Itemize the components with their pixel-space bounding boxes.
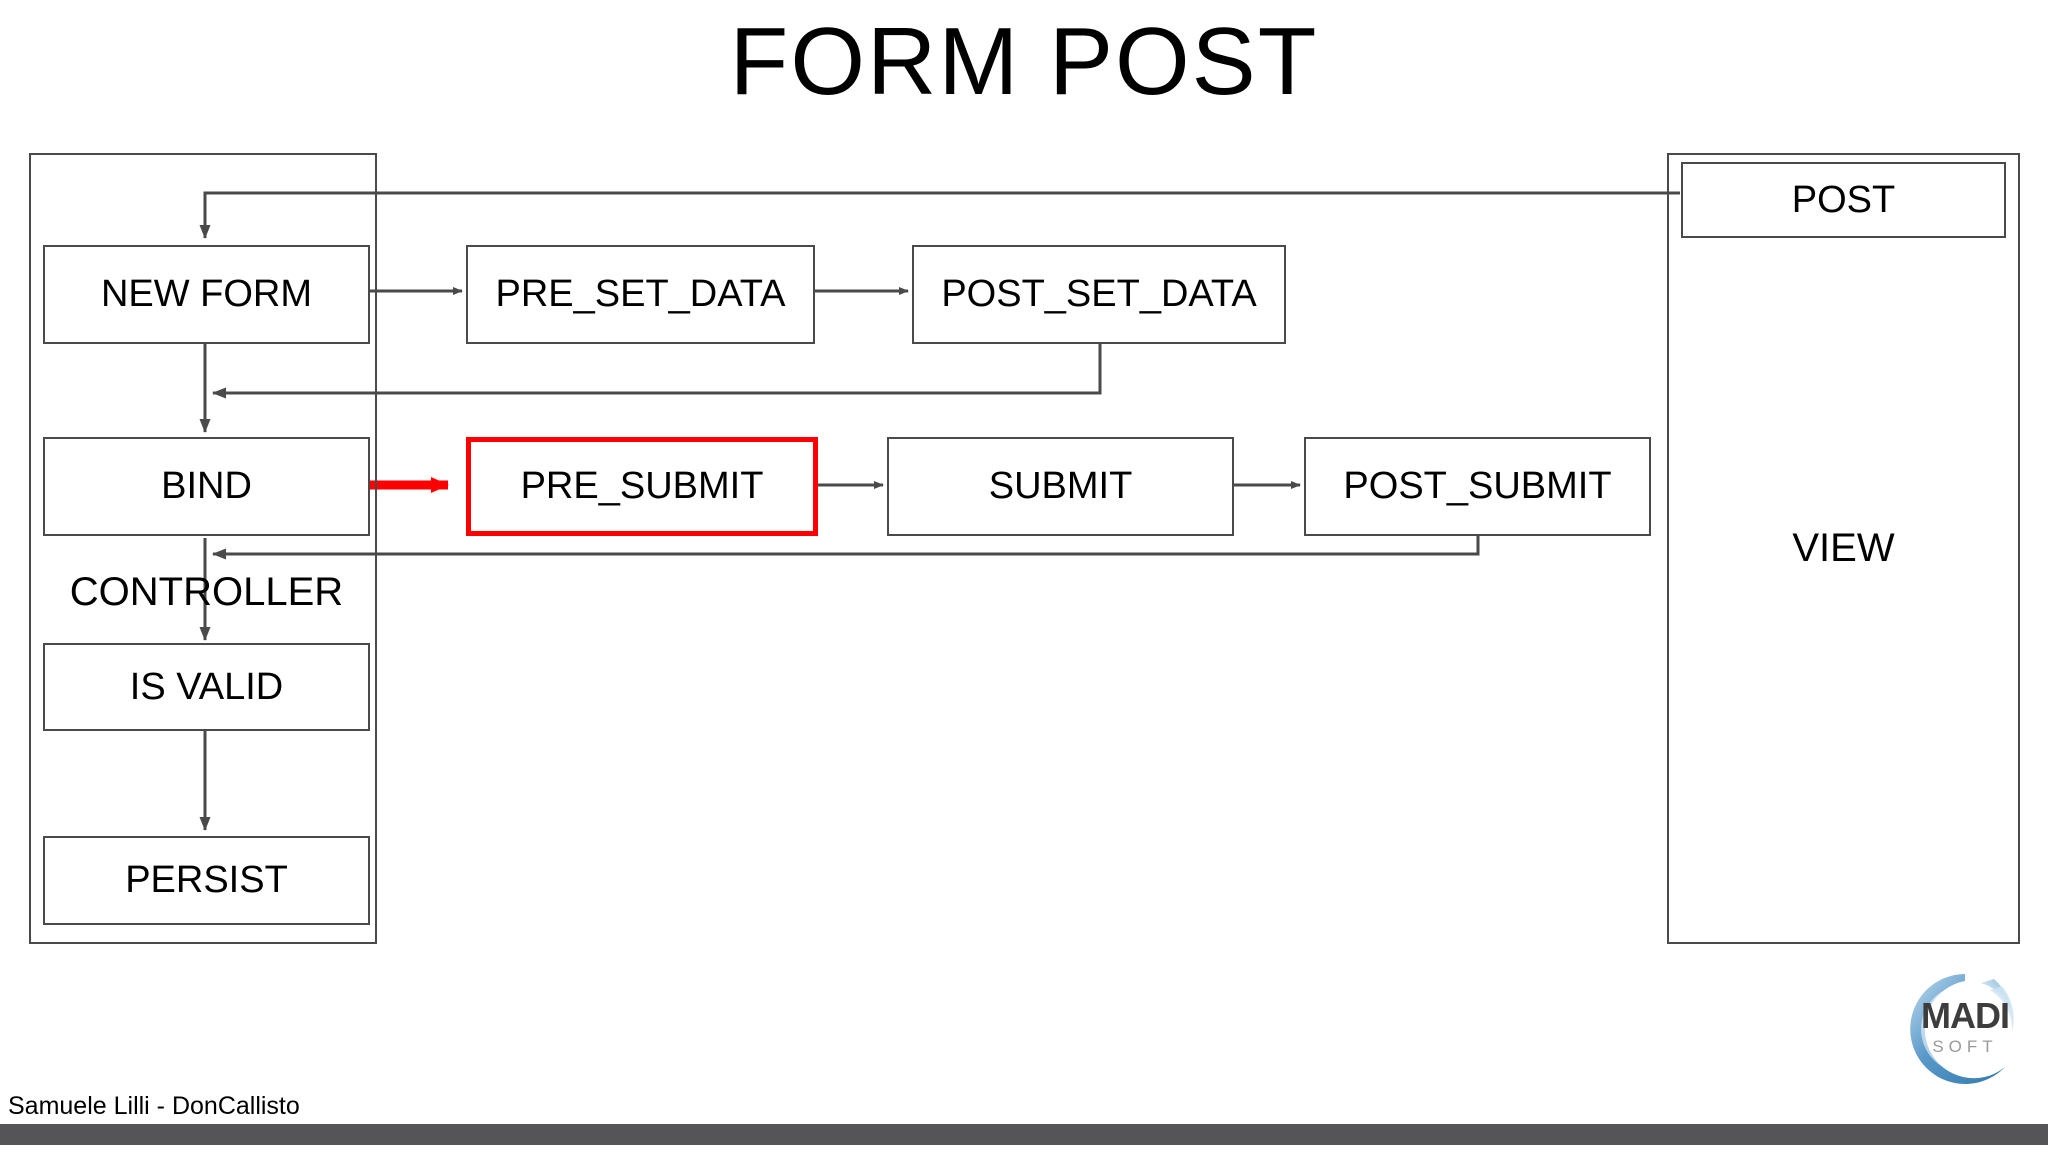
node-bind-label: BIND: [161, 465, 252, 507]
logo-sub-text: SOFT: [1932, 1037, 1998, 1056]
logo-circle-icon: [1910, 974, 2017, 1084]
node-post[interactable]: POST: [1681, 162, 2006, 238]
controller-frame-label: CONTROLLER: [69, 570, 344, 614]
node-post-submit[interactable]: POST_SUBMIT: [1304, 437, 1651, 536]
edge-post-to-new-form: [199, 191, 1680, 239]
node-pre-submit-label: PRE_SUBMIT: [520, 465, 764, 507]
node-pre-set-data[interactable]: PRE_SET_DATA: [466, 245, 815, 344]
madi-soft-logo: MADI SOFT: [1898, 962, 2032, 1096]
edge-post-submit-feedback: [212, 531, 1480, 560]
footer-credit: Samuele Lilli - DonCallisto: [8, 1092, 300, 1120]
node-submit[interactable]: SUBMIT: [887, 437, 1234, 536]
node-post-set-data[interactable]: POST_SET_DATA: [912, 245, 1286, 344]
view-frame-label: VIEW: [1792, 526, 1895, 570]
page-title: FORM POST: [729, 8, 1319, 115]
node-post-set-data-label: POST_SET_DATA: [941, 273, 1257, 315]
node-pre-submit[interactable]: PRE_SUBMIT: [466, 437, 818, 536]
view-frame: [1667, 153, 2020, 944]
footer-bar: [0, 1124, 2048, 1145]
node-new-form[interactable]: NEW FORM: [43, 245, 370, 344]
node-pre-set-data-label: PRE_SET_DATA: [495, 273, 786, 315]
logo-main-text: MADI: [1921, 995, 2010, 1036]
node-persist[interactable]: PERSIST: [43, 836, 370, 925]
node-is-valid[interactable]: IS VALID: [43, 643, 370, 731]
node-bind[interactable]: BIND: [43, 437, 370, 536]
controller-frame: [29, 153, 377, 944]
node-post-label: POST: [1791, 178, 1896, 221]
node-persist-label: PERSIST: [125, 859, 288, 901]
node-new-form-label: NEW FORM: [100, 273, 313, 315]
node-post-submit-label: POST_SUBMIT: [1343, 465, 1612, 507]
node-is-valid-label: IS VALID: [129, 665, 284, 708]
node-submit-label: SUBMIT: [988, 465, 1133, 507]
